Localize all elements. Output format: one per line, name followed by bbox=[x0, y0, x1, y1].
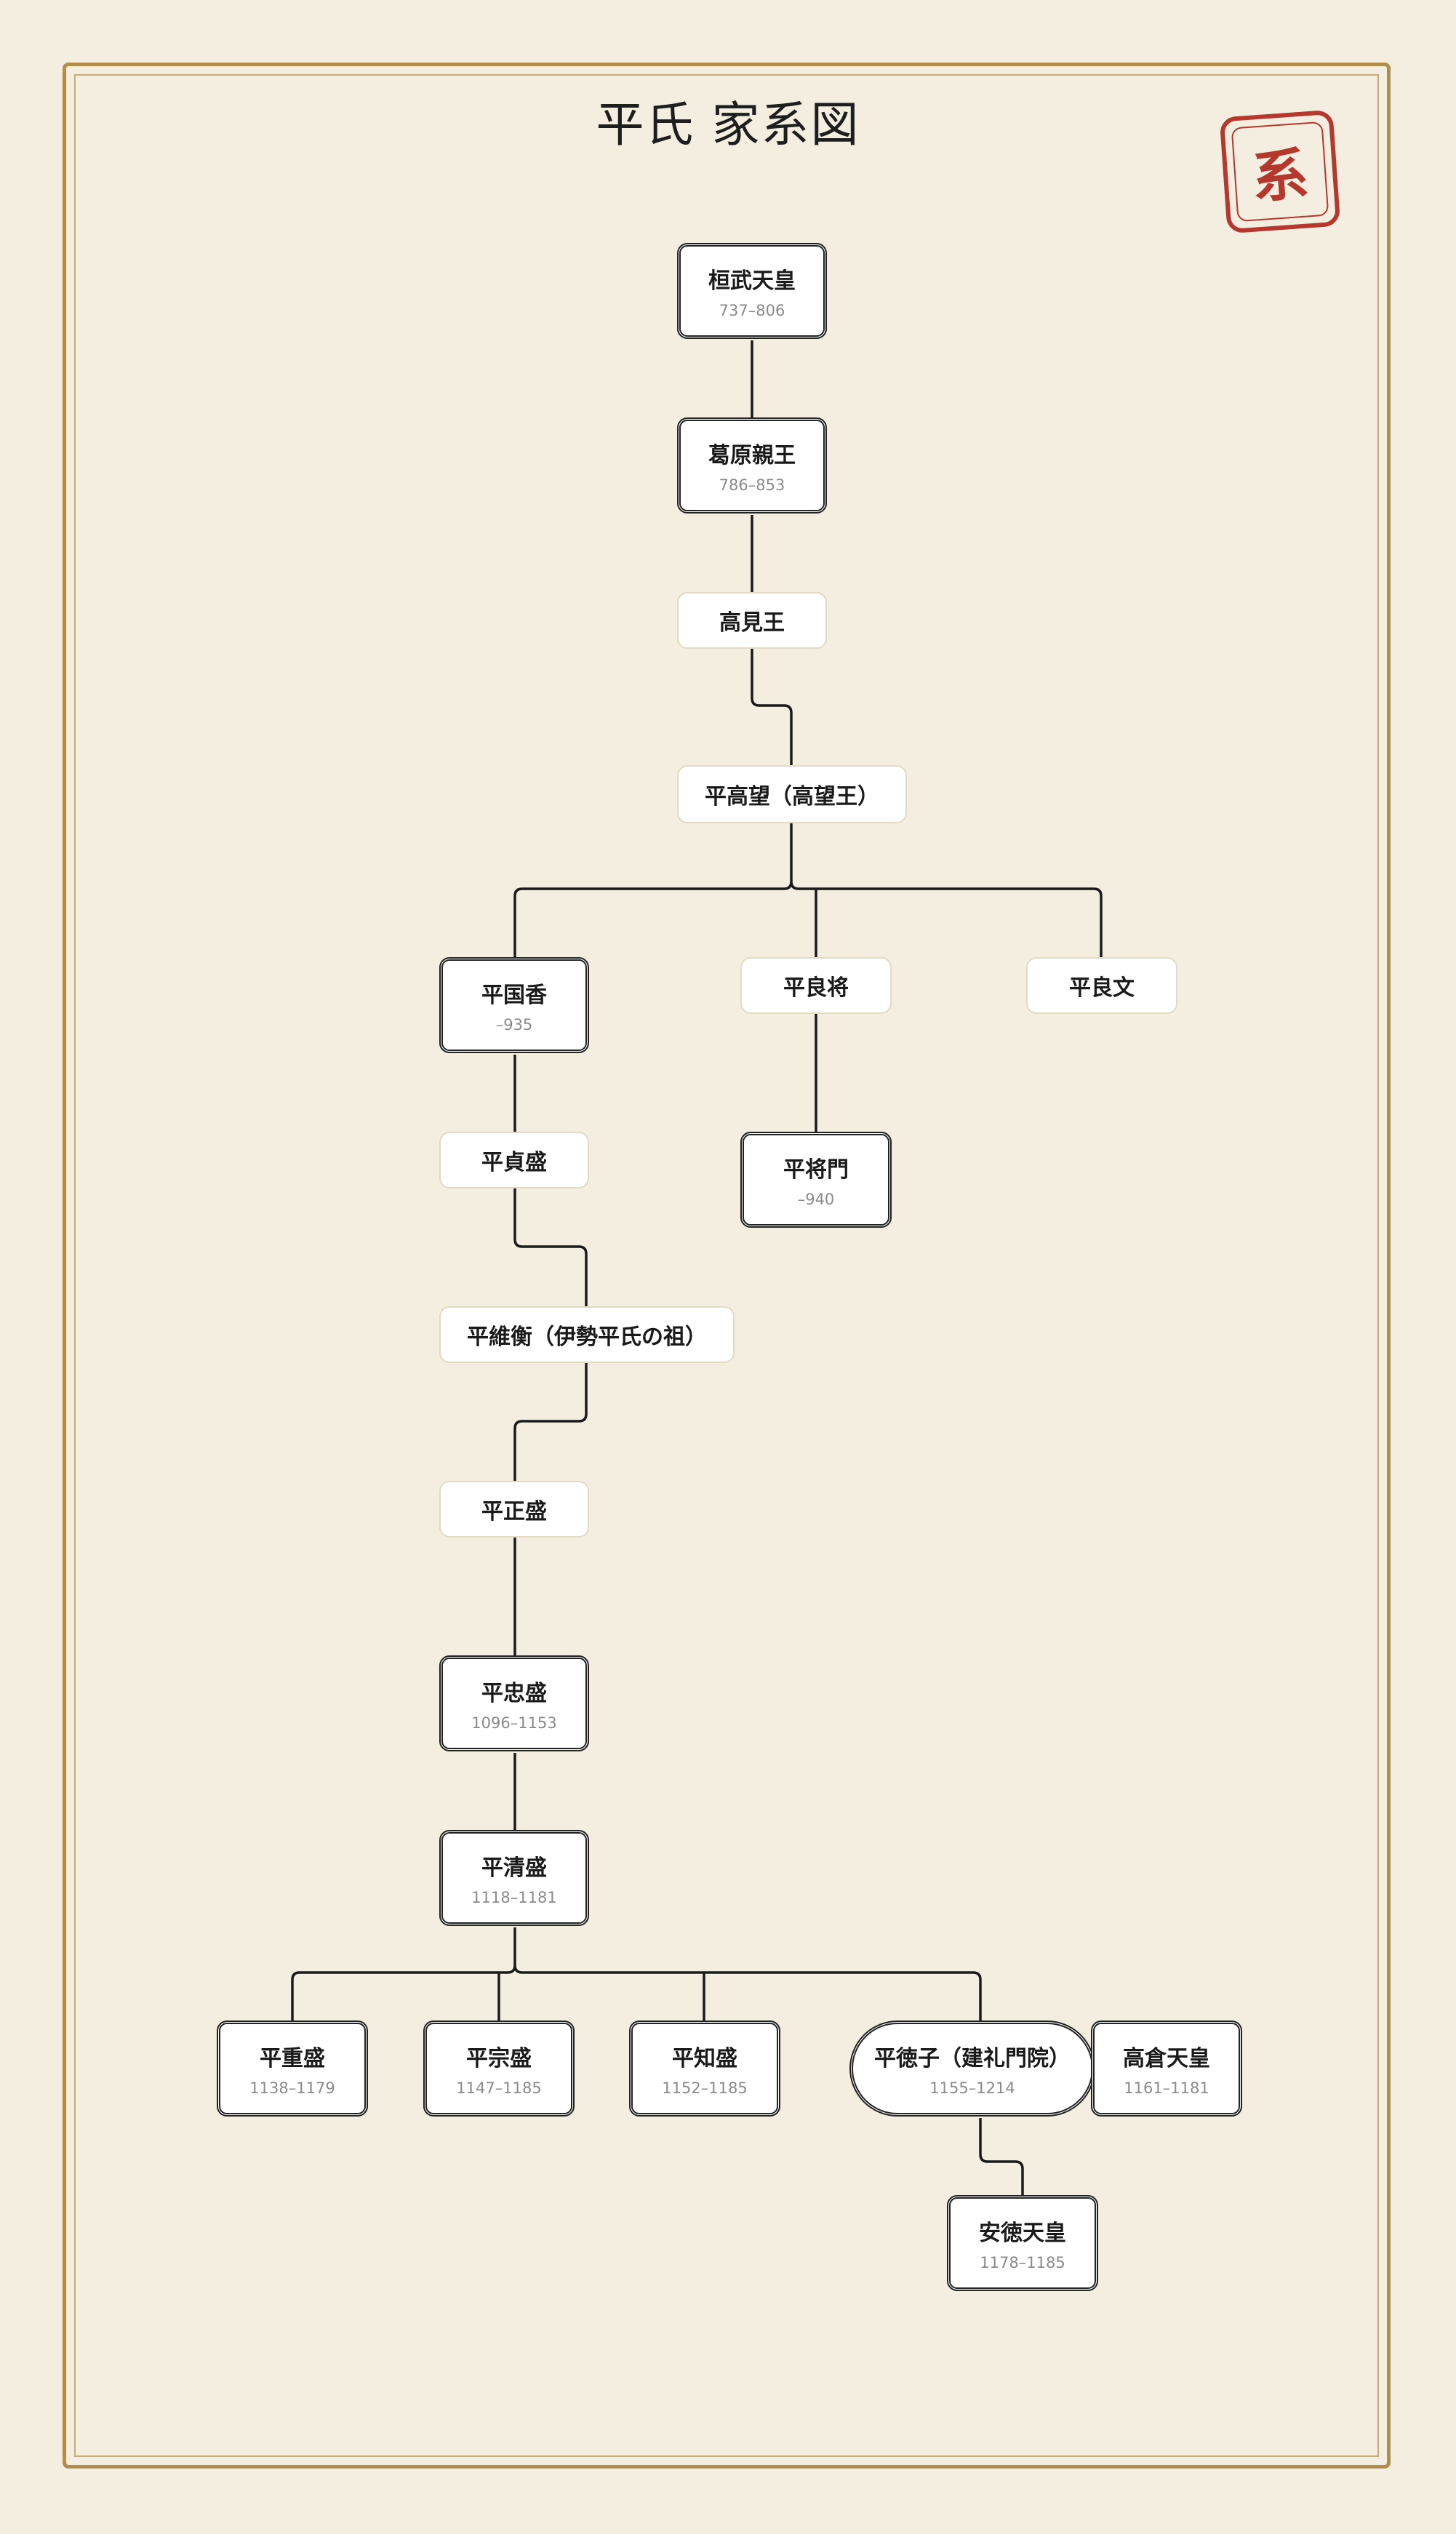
node-name: 平良文 bbox=[1069, 975, 1135, 1001]
node-takami[interactable]: 高見王 bbox=[677, 592, 827, 649]
edge-sadamori-korehira bbox=[513, 1188, 588, 1306]
chart-title: 平氏 家系図 bbox=[596, 97, 860, 153]
node-kazurahara[interactable]: 葛原親王 786–853 bbox=[677, 417, 827, 513]
node-tomomori[interactable]: 平知盛 1152–1185 bbox=[629, 2021, 780, 2117]
node-dates: –940 bbox=[797, 1191, 835, 1208]
node-name: 平重盛 bbox=[260, 2046, 325, 2071]
node-name: 平国香 bbox=[481, 983, 547, 1008]
node-name: 平維衡（伊勢平氏の祖） bbox=[467, 1324, 707, 1350]
outer-frame bbox=[63, 63, 1391, 2469]
node-name: 平将門 bbox=[783, 1157, 849, 1183]
node-dates: 1152–1185 bbox=[662, 2079, 748, 2097]
node-dates: 737–806 bbox=[719, 302, 785, 319]
node-yoshimasa[interactable]: 平良将 bbox=[740, 957, 892, 1014]
node-name: 平高望（高望王） bbox=[705, 784, 879, 810]
node-name: 平正盛 bbox=[481, 1499, 547, 1524]
node-dates: 1138–1179 bbox=[249, 2079, 335, 2097]
inner-frame bbox=[74, 74, 1379, 2457]
node-takamochi[interactable]: 平高望（高望王） bbox=[677, 765, 907, 823]
node-tokuko[interactable]: 平徳子（建礼門院） 1155–1214 bbox=[849, 2021, 1095, 2117]
edge-tokuko-antoku bbox=[979, 2118, 1024, 2195]
edge-takami-takamochi bbox=[751, 649, 793, 765]
node-sadamori[interactable]: 平貞盛 bbox=[439, 1132, 589, 1188]
node-yoshifumi[interactable]: 平良文 bbox=[1026, 957, 1177, 1014]
node-korehira[interactable]: 平維衡（伊勢平氏の祖） bbox=[439, 1306, 735, 1363]
node-name: 平清盛 bbox=[481, 1855, 547, 1881]
node-name: 平宗盛 bbox=[466, 2046, 532, 2071]
node-munemori[interactable]: 平宗盛 1147–1185 bbox=[423, 2021, 575, 2117]
node-shigemori[interactable]: 平重盛 1138–1179 bbox=[217, 2021, 368, 2117]
node-name: 安徳天皇 bbox=[979, 2221, 1066, 2246]
node-takakura[interactable]: 高倉天皇 1161–1181 bbox=[1091, 2021, 1242, 2117]
node-name: 平貞盛 bbox=[481, 1150, 547, 1175]
node-name: 桓武天皇 bbox=[708, 268, 796, 294]
node-name: 平知盛 bbox=[672, 2046, 737, 2071]
node-dates: 1178–1185 bbox=[980, 2254, 1065, 2271]
node-name: 高倉天皇 bbox=[1123, 2046, 1210, 2071]
node-masamori[interactable]: 平正盛 bbox=[439, 1481, 589, 1538]
node-kanmu[interactable]: 桓武天皇 737–806 bbox=[677, 243, 827, 339]
edge-korehira-masamori bbox=[513, 1363, 588, 1481]
node-name: 平徳子（建礼門院） bbox=[874, 2046, 1071, 2071]
node-dates: 1161–1181 bbox=[1124, 2079, 1209, 2097]
node-tadamori[interactable]: 平忠盛 1096–1153 bbox=[439, 1655, 589, 1751]
edge-takamochi-children bbox=[513, 823, 1103, 957]
node-dates: 1155–1214 bbox=[929, 2079, 1015, 2097]
node-antoku[interactable]: 安徳天皇 1178–1185 bbox=[947, 2195, 1098, 2291]
node-name: 葛原親王 bbox=[708, 443, 796, 468]
node-dates: 1147–1185 bbox=[456, 2079, 542, 2097]
node-kiyomori[interactable]: 平清盛 1118–1181 bbox=[439, 1830, 589, 1926]
node-dates: 786–853 bbox=[719, 476, 785, 494]
node-dates: 1096–1153 bbox=[471, 1714, 557, 1732]
node-dates: 1118–1181 bbox=[471, 1889, 557, 1906]
node-dates: –935 bbox=[495, 1016, 533, 1034]
node-masakado[interactable]: 平将門 –940 bbox=[740, 1132, 892, 1228]
edge-kiyomori-children bbox=[291, 1927, 982, 2021]
node-name: 高見王 bbox=[719, 610, 785, 636]
node-kunika[interactable]: 平国香 –935 bbox=[439, 957, 589, 1053]
node-name: 平忠盛 bbox=[481, 1681, 547, 1706]
node-name: 平良将 bbox=[783, 975, 849, 1001]
